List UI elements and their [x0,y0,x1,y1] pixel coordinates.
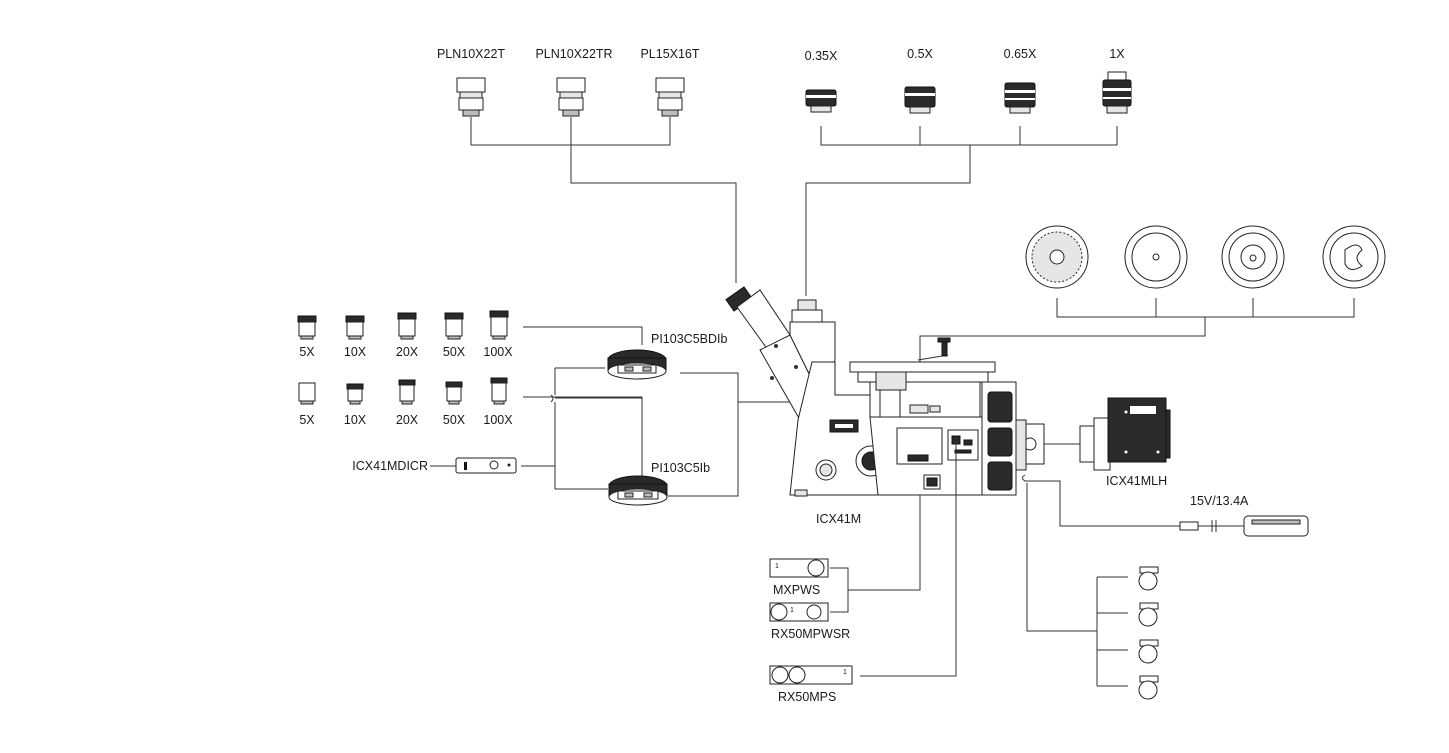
objective-label: 5X [299,413,315,427]
polarizer-label: RX50MPWSR [771,627,850,641]
objectives-row-2: 5X 10X 20X 50X 100X [298,377,513,427]
polarizer-group: 1 MXPWS 1 RX50MPWSR 1 RX50MPS [769,440,957,704]
camera-adapter-label: 1X [1109,47,1125,61]
dic-slider-icon [430,457,517,474]
objective-label: 50X [443,345,466,359]
polarizer-connector [830,495,921,613]
eyepiece-group: PLN10X22T PLN10X22TR PL15X16T [437,47,737,283]
lamphouse-label: ICX41MLH [1106,474,1167,488]
eyepiece-label: PL15X16T [640,47,699,61]
eyepiece-icon [655,77,685,117]
objective-icon [346,383,364,405]
polarizer-connector [860,440,957,677]
polarizer-label: MXPWS [773,583,820,597]
eyepiece-icon [556,77,586,117]
objective-connector [523,396,643,478]
eyepiece-label: PLN10X22T [437,47,505,61]
camera-adapter-label: 0.35X [805,49,838,63]
filter-connector [1026,483,1128,687]
diaphragm-connector [919,298,1355,362]
power-supply-label: 15V/13.4A [1190,494,1249,508]
objective-label: 20X [396,413,419,427]
camera-adapter-group: 0.35X 0.5X 0.65X 1X [805,47,1132,296]
objective-label: 10X [344,413,367,427]
objectives-row-1: 5X 10X 20X 50X 100X [297,310,513,359]
objective-label: 5X [299,345,315,359]
filter-icon [1138,566,1159,591]
objective-icon [490,377,508,405]
objective-icon [445,381,463,405]
nosepiece-connector [521,367,642,490]
polarizer-slider-icon: 1 [769,665,853,685]
objective-connector [523,326,643,345]
objective-icon [345,315,365,340]
lamphouse-group: ICX41MLH 15V/13.4A [1022,397,1309,537]
objective-icon [444,312,464,340]
eyepiece-connector [470,117,737,283]
nosepiece-to-microscope [668,372,739,497]
objective-label: 10X [344,345,367,359]
diaphragm-group [919,225,1386,362]
objective-icon [397,312,417,340]
objective-label: 100X [483,413,513,427]
nosepiece-label: PI103C5Ib [651,461,710,475]
polarizer-slider-icon: 1 [769,602,829,622]
objective-label: 50X [443,413,466,427]
camera-adapter-icon [1004,82,1036,114]
nosepiece-group: PI103C5BDIb PI103C5Ib ICX41MDICR [352,326,808,506]
svg-text:1: 1 [790,607,794,614]
objective-label: 100X [483,345,513,359]
power-cable [1022,474,1180,527]
microscope-label: ICX41M [816,512,861,526]
nosepiece-icon [608,475,668,506]
camera-adapter-label: 0.5X [907,47,933,61]
nosepiece-bd-label: PI103C5BDIb [651,332,727,346]
filter-group [1026,483,1159,700]
objective-icon [398,379,416,405]
diaphragm-disk-icon [1322,225,1386,289]
svg-text:1: 1 [843,669,847,676]
camera-adapter-label: 0.65X [1004,47,1037,61]
objective-icon [297,315,317,340]
diaphragm-disk-icon [1025,225,1089,289]
objective-icon [298,382,316,405]
svg-text:1: 1 [775,563,779,570]
microscope-body: ICX41M [725,286,1045,526]
filter-icon [1138,639,1159,664]
dic-slider-label: ICX41MDICR [352,459,428,473]
nosepiece-bd-icon [607,349,667,380]
camera-adapter-icon [1102,71,1132,114]
eyepiece-label: PLN10X22TR [535,47,612,61]
polarizer-label: RX50MPS [778,690,836,704]
line-crossing [550,394,554,403]
polarizer-slider-icon: 1 [769,558,829,578]
eyepiece-icon [456,77,486,117]
camera-adapter-connector [805,126,1118,296]
power-adapter-icon [1179,515,1309,537]
objective-icon [489,310,509,340]
diaphragm-disk-icon [1221,225,1285,289]
camera-adapter-icon [805,89,837,113]
filter-icon [1138,675,1159,700]
filter-icon [1138,602,1159,627]
camera-adapter-icon [904,86,936,114]
objective-label: 20X [396,345,419,359]
diaphragm-disk-icon [1124,225,1188,289]
